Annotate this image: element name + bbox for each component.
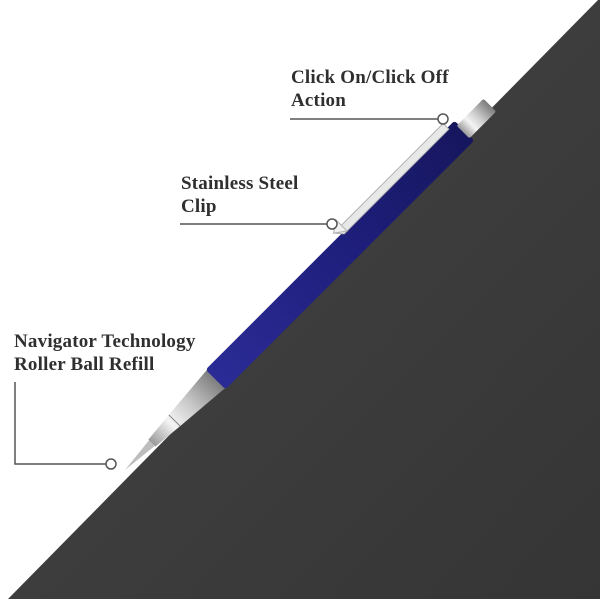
callout-refill-leader xyxy=(14,382,117,470)
callout-line: Clip xyxy=(181,196,217,217)
callout-click-action: Click On/Click Off Action xyxy=(291,66,449,112)
pen-front-chrome xyxy=(148,368,227,447)
callout-line: Action xyxy=(291,90,347,111)
callout-line: Click On/Click Off xyxy=(291,67,449,88)
pen xyxy=(125,99,496,470)
callout-line: Roller Ball Refill xyxy=(14,354,155,375)
callout-line: Stainless Steel xyxy=(181,173,299,194)
callout-refill: Navigator Technology Roller Ball Refill xyxy=(14,330,196,376)
callout-clip-leader xyxy=(180,218,338,230)
pen-click-button xyxy=(457,99,496,138)
callout-click-leader xyxy=(290,113,449,125)
pen-clip xyxy=(332,122,450,235)
pen-body xyxy=(206,121,474,389)
callout-line: Navigator Technology xyxy=(14,331,196,352)
pen-tip xyxy=(125,440,155,470)
callout-steel-clip: Stainless Steel Clip xyxy=(181,172,299,218)
